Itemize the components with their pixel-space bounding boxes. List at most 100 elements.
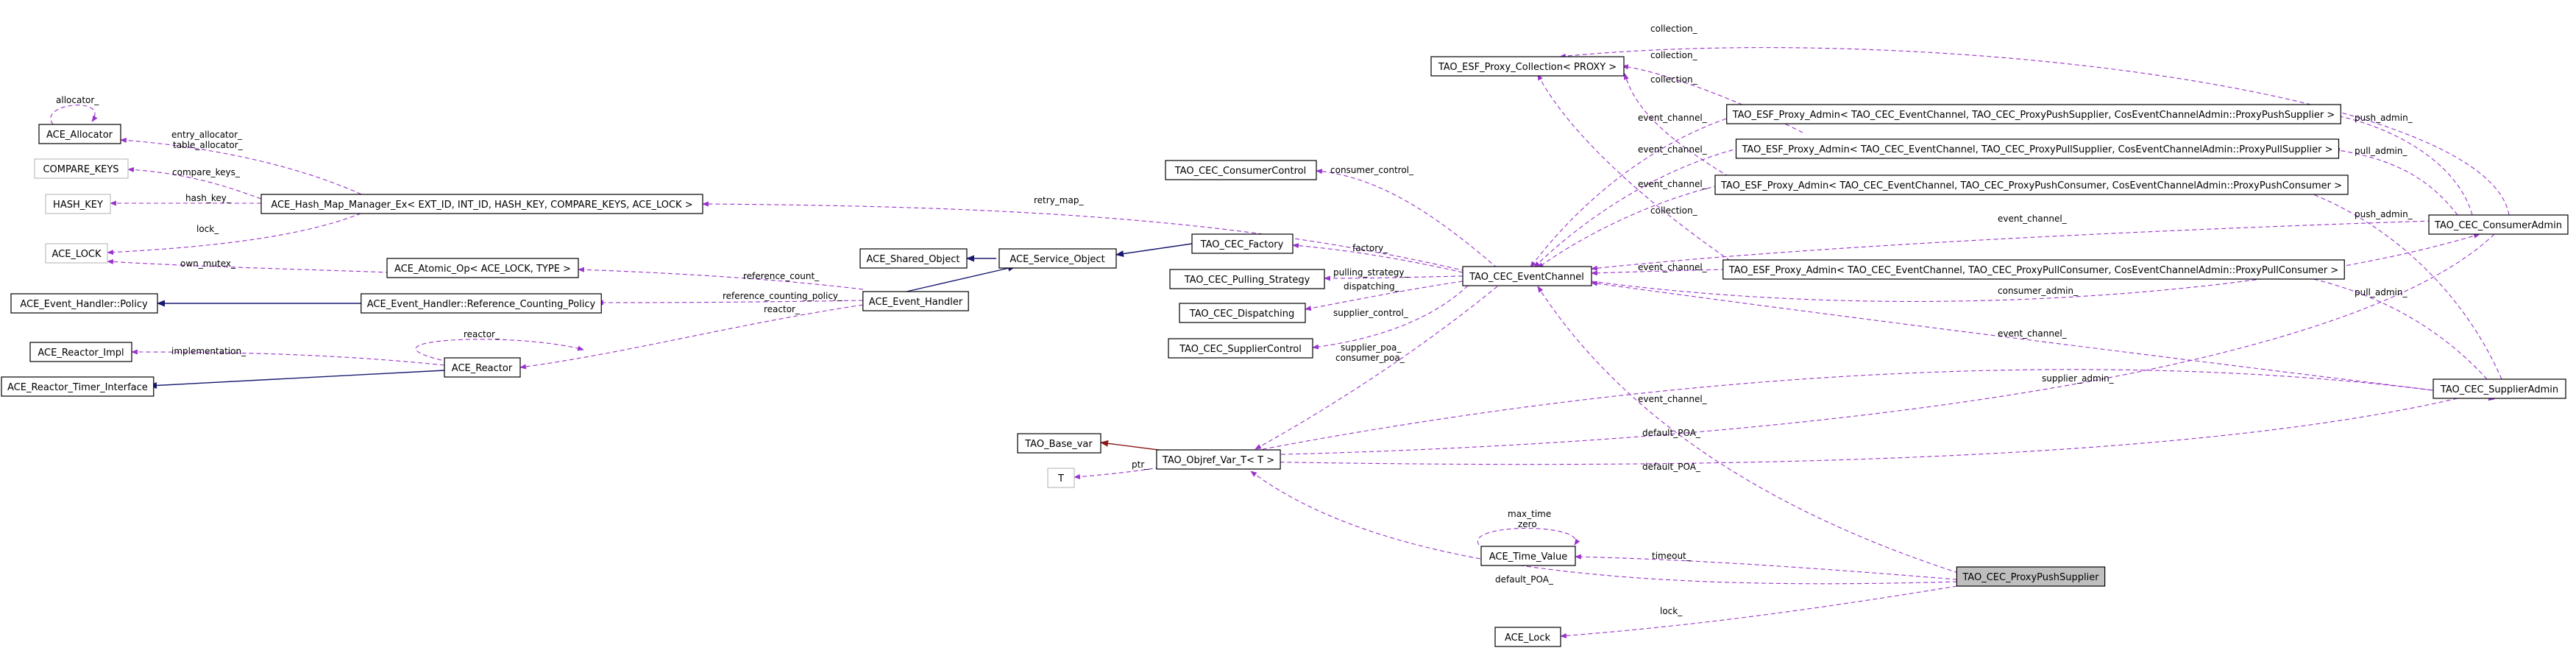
node-t-param-label: T [1057, 473, 1064, 484]
node-t-param[interactable]: T [1047, 468, 1075, 488]
edge-collection-1 [1559, 47, 2510, 216]
label-factory: factory_ [1352, 243, 1388, 253]
edge-default-poa-2 [1255, 398, 2458, 465]
edge-event-channel-5 [1591, 220, 2433, 271]
node-proxy-push-supplier[interactable]: TAO_CEC_ProxyPushSupplier [1956, 566, 2106, 587]
edge-inherit-reactor-timer-interface [148, 370, 445, 389]
edge-ptr [1074, 463, 1182, 479]
edge-event-channel-6 [1591, 281, 2434, 391]
node-proxy-admin-pull-supplier[interactable]: TAO_ESF_Proxy_Admin< TAO_CEC_EventChanne… [1735, 138, 2340, 159]
node-ace-reactor-impl[interactable]: ACE_Reactor_Impl [29, 342, 132, 362]
node-ace-event-handler[interactable]: ACE_Event_Handler [862, 291, 969, 311]
node-ace-lock-class[interactable]: ACE_Lock [1494, 627, 1561, 647]
node-hash-map-manager[interactable]: ACE_Hash_Map_Manager_Ex< EXT_ID, INT_ID,… [260, 194, 703, 214]
node-ref-counting-policy[interactable]: ACE_Event_Handler::Reference_Counting_Po… [361, 293, 602, 314]
label-default-poa-1: default_POA_ [1642, 428, 1701, 438]
edge-pull-admin-2 [2296, 274, 2488, 380]
node-ace-time-value[interactable]: ACE_Time_Value [1480, 546, 1576, 566]
node-consumer-admin[interactable]: TAO_CEC_ConsumerAdmin [2428, 214, 2569, 235]
edge-event-channel-2 [1533, 147, 1741, 268]
node-ace-shared-object-label: ACE_Shared_Object [866, 254, 959, 265]
node-proxy-admin-push-consumer-label: TAO_ESF_Proxy_Admin< TAO_CEC_EventChanne… [1720, 180, 2342, 191]
node-consumer-control[interactable]: TAO_CEC_ConsumerControl [1165, 160, 1317, 180]
edge-compare-keys [127, 167, 262, 200]
edge-inherit-handler-to-service [906, 264, 1017, 292]
label-event-channel-6: event_channel_ [1998, 328, 2068, 339]
node-consumer-admin-label: TAO_CEC_ConsumerAdmin [2434, 220, 2562, 231]
node-supplier-control[interactable]: TAO_CEC_SupplierControl [1168, 338, 1313, 359]
node-proxy-admin-pull-consumer[interactable]: TAO_ESF_Proxy_Admin< TAO_CEC_EventChanne… [1722, 259, 2345, 280]
edge-own-mutex [107, 258, 391, 273]
label-ptr: ptr_ [1132, 459, 1149, 470]
edge-default-poa-1 [1255, 233, 2495, 458]
label-hash-key: hash_key_ [185, 193, 232, 203]
edge-supplier-control [1312, 285, 1469, 350]
node-dispatching-label: TAO_CEC_Dispatching [1189, 309, 1294, 320]
node-ace-service-object[interactable]: ACE_Service_Object [998, 248, 1117, 269]
label-implementation: implementation_ [171, 346, 246, 356]
node-ace-shared-object[interactable]: ACE_Shared_Object [859, 248, 968, 269]
label-pull-admin-1: pull_admin_ [2355, 146, 2408, 156]
label-dispatching: dispatching_ [1344, 281, 1400, 292]
label-push-admin-1: push_admin_ [2355, 113, 2413, 123]
label-supplier-control: supplier_control_ [1333, 308, 1409, 318]
label-reactor-eh: reactor_ [764, 304, 801, 314]
node-tao-base-var[interactable]: TAO_Base_var [1017, 433, 1101, 454]
node-tao-base-var-label: TAO_Base_var [1024, 439, 1093, 450]
node-hash-key-label: HASH_KEY [53, 200, 103, 211]
edge-event-channel-1 [1530, 113, 1741, 268]
node-factory[interactable]: TAO_CEC_Factory [1191, 233, 1294, 254]
label-push-admin-2: push_admin_ [2355, 209, 2413, 219]
node-ace-lock[interactable]: ACE_LOCK [45, 243, 108, 264]
edge-timeout [1575, 554, 1958, 580]
node-ace-reactor-impl-label: ACE_Reactor_Impl [38, 348, 124, 359]
node-hash-map-manager-label: ACE_Hash_Map_Manager_Ex< EXT_ID, INT_ID,… [271, 200, 692, 211]
edge-pull-admin-1 [2333, 147, 2458, 216]
node-ace-allocator-label: ACE_Allocator [46, 130, 113, 141]
node-compare-keys-label: COMPARE_KEYS [43, 164, 118, 175]
node-proxy-collection[interactable]: TAO_ESF_Proxy_Collection< PROXY > [1430, 56, 1625, 77]
node-proxy-admin-push-supplier-label: TAO_ESF_Proxy_Admin< TAO_CEC_EventChanne… [1732, 110, 2335, 121]
label-compare-keys: compare_keys_ [172, 167, 241, 177]
node-proxy-admin-pull-consumer-label: TAO_ESF_Proxy_Admin< TAO_CEC_EventChanne… [1728, 265, 2338, 276]
node-factory-label: TAO_CEC_Factory [1200, 239, 1284, 250]
node-event-channel[interactable]: TAO_CEC_EventChannel [1462, 266, 1592, 286]
node-supplier-admin[interactable]: TAO_CEC_SupplierAdmin [2433, 378, 2566, 399]
node-atomic-op[interactable]: ACE_Atomic_Op< ACE_LOCK, TYPE > [386, 258, 579, 278]
label-retry-map: retry_map_ [1034, 195, 1084, 205]
label-reference-counting-policy: reference_counting_policy_ [723, 291, 843, 301]
label-event-channel-2: event_channel_ [1638, 144, 1708, 155]
node-ace-allocator[interactable]: ACE_Allocator [38, 124, 121, 144]
node-ace-lock-label: ACE_LOCK [52, 249, 102, 260]
node-dispatching[interactable]: TAO_CEC_Dispatching [1179, 303, 1306, 323]
edge-push-admin-2 [2295, 187, 2502, 380]
node-proxy-collection-label: TAO_ESF_Proxy_Collection< PROXY > [1438, 62, 1617, 73]
edge-pulling-strategy [1324, 275, 1463, 281]
edge-reactor-self [415, 339, 584, 361]
label-supplier-admin: supplier_admin_ [2042, 373, 2115, 384]
node-pulling-strategy[interactable]: TAO_CEC_Pulling_Strategy [1169, 269, 1325, 289]
edge-reactor-from-handler [519, 304, 864, 370]
edge-time-value-self [1477, 527, 1580, 546]
label-lock-pps: lock_ [1660, 606, 1683, 616]
node-ace-reactor-timer-interface-label: ACE_Reactor_Timer_Interface [7, 382, 148, 393]
edge-event-channel-4 [1591, 269, 1726, 276]
label-supplier-poa: supplier_poa_ [1341, 342, 1402, 353]
node-ace-time-value-label: ACE_Time_Value [1489, 551, 1567, 563]
node-ace-event-handler-policy[interactable]: ACE_Event_Handler::Policy [10, 293, 158, 314]
node-proxy-admin-push-consumer[interactable]: TAO_ESF_Proxy_Admin< TAO_CEC_EventChanne… [1714, 175, 2349, 195]
label-collection-3: collection_ [1650, 74, 1698, 85]
label-event-channel-5: event_channel_ [1998, 214, 2068, 224]
label-lock: lock_ [196, 224, 219, 234]
node-ace-reactor[interactable]: ACE_Reactor [444, 357, 521, 378]
node-objref-var[interactable]: TAO_Objref_Var_T< T > [1156, 449, 1281, 470]
edge-push-admin-1 [2328, 112, 2473, 216]
node-ace-reactor-timer-interface[interactable]: ACE_Reactor_Timer_Interface [1, 376, 155, 397]
node-compare-keys[interactable]: COMPARE_KEYS [34, 158, 129, 179]
edge-collection-4 [1537, 74, 1737, 266]
nodes: ACE_Allocator COMPARE_KEYS HASH_KEY ACE_… [1, 56, 2569, 647]
edge-lock [107, 210, 369, 256]
node-proxy-admin-push-supplier[interactable]: TAO_ESF_Proxy_Admin< TAO_CEC_EventChanne… [1726, 104, 2341, 124]
node-hash-key[interactable]: HASH_KEY [45, 194, 111, 214]
